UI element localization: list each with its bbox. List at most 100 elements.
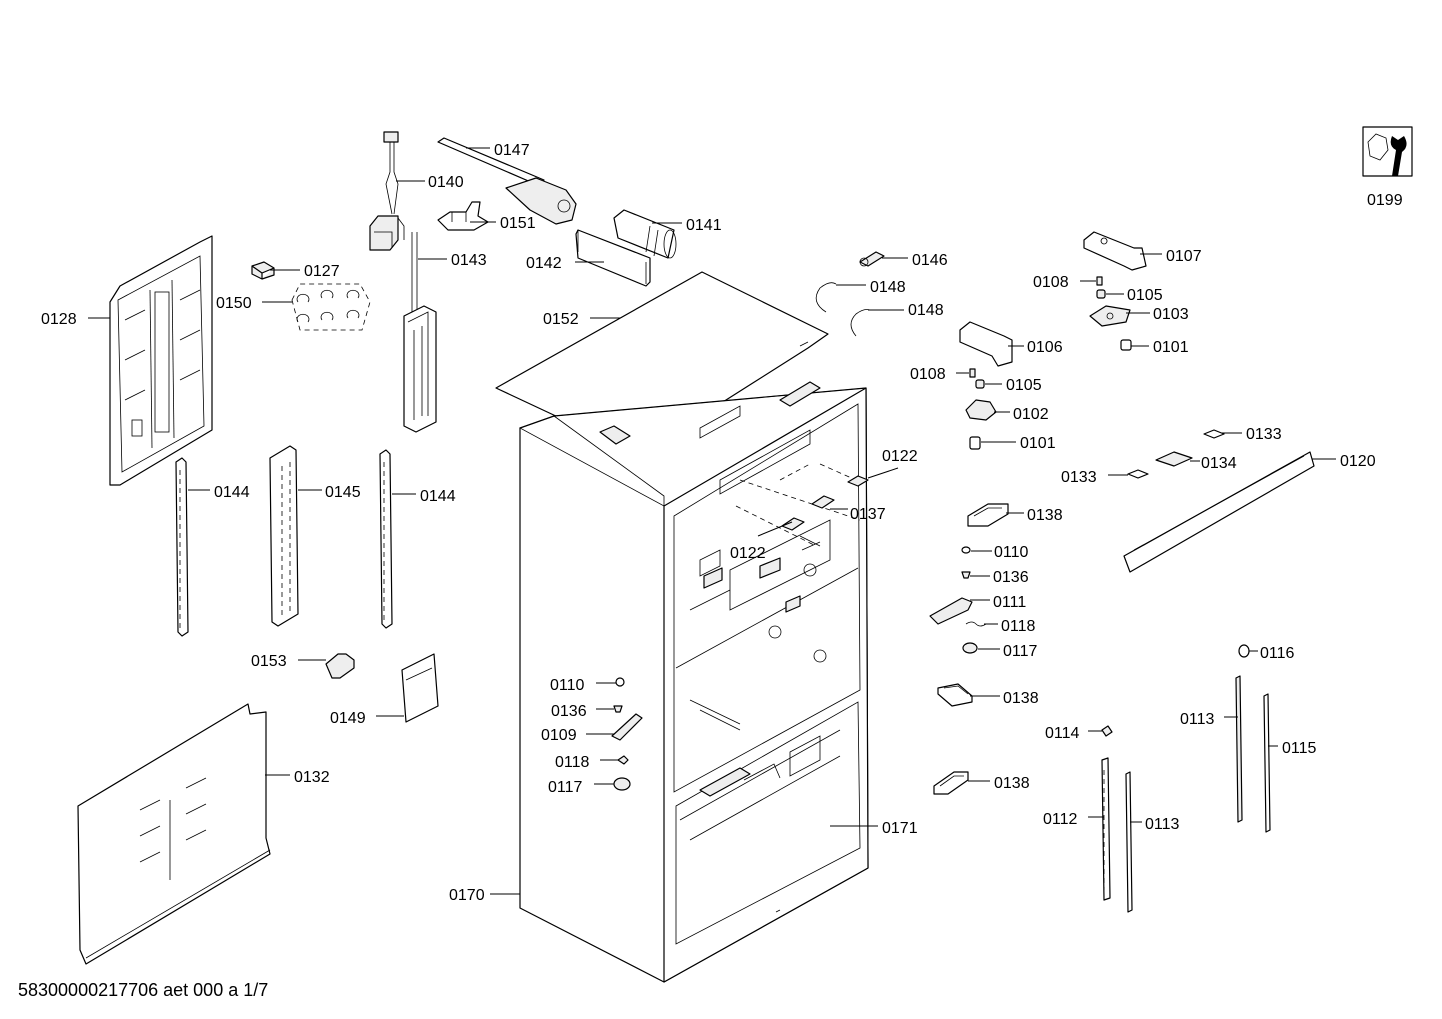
part-0140-motor-harness[interactable] xyxy=(369,131,405,251)
part-0118-spring-a[interactable] xyxy=(965,621,987,627)
part-0143-defrost-heater[interactable] xyxy=(403,232,437,433)
part-0133-pad-a[interactable] xyxy=(1203,429,1225,439)
part-0170-cabinet[interactable] xyxy=(519,381,869,983)
label-0146: 0146 xyxy=(912,252,948,269)
part-0133-pad-b[interactable] xyxy=(1127,469,1149,479)
part-0102-hinge-plate[interactable] xyxy=(965,399,997,421)
label-0114: 0114 xyxy=(1045,725,1080,742)
label-0118-a: 0118 xyxy=(1001,618,1036,635)
label-0108-b: 0108 xyxy=(910,366,946,383)
part-0138-handle-b[interactable] xyxy=(937,683,973,707)
label-0107: 0107 xyxy=(1166,248,1202,265)
part-0113-rail-b[interactable] xyxy=(1125,771,1133,913)
part-0138-handle-a[interactable] xyxy=(967,503,1009,527)
part-0103-hinge-plate[interactable] xyxy=(1089,305,1131,327)
part-0148-tube-lower[interactable] xyxy=(850,309,871,337)
part-0137-bracket[interactable] xyxy=(811,495,835,509)
part-0147-damper-arm[interactable] xyxy=(437,137,577,225)
part-0115-rail[interactable] xyxy=(1263,693,1271,833)
part-0151-bracket[interactable] xyxy=(437,201,489,231)
part-0113-rail-a[interactable] xyxy=(1235,675,1243,823)
part-0128-side-rack[interactable] xyxy=(109,235,213,486)
part-0141-filter-cylinder[interactable] xyxy=(613,209,677,259)
label-0122-a: 0122 xyxy=(882,448,918,465)
label-0103: 0103 xyxy=(1153,306,1189,323)
tool-label: 0199 xyxy=(1367,192,1403,209)
label-0118-b: 0118 xyxy=(555,754,590,771)
part-0127-pad[interactable] xyxy=(251,261,275,280)
part-0117-cam-b[interactable] xyxy=(613,777,631,791)
label-0134: 0134 xyxy=(1201,455,1237,472)
label-0122-b: 0122 xyxy=(730,545,766,562)
label-0137: 0137 xyxy=(850,506,886,523)
part-0105-pin-b[interactable] xyxy=(975,379,985,389)
part-0108-screw-b[interactable] xyxy=(969,368,976,378)
part-0136-screw-a[interactable] xyxy=(961,571,971,579)
label-0150: 0150 xyxy=(216,295,252,312)
part-0149-card[interactable] xyxy=(401,653,439,723)
label-0109: 0109 xyxy=(541,727,577,744)
label-0105-b: 0105 xyxy=(1006,377,1042,394)
part-0134-board[interactable] xyxy=(1155,451,1193,467)
label-0136-a: 0136 xyxy=(993,569,1029,586)
part-0117-cam-a[interactable] xyxy=(962,642,978,654)
part-0112-rail[interactable] xyxy=(1101,757,1111,901)
tool-icon[interactable] xyxy=(1362,126,1413,177)
part-0110-cap-b[interactable] xyxy=(615,677,625,687)
label-0120: 0120 xyxy=(1340,453,1376,470)
label-0113-b: 0113 xyxy=(1145,816,1180,833)
label-0133-a: 0133 xyxy=(1246,426,1282,443)
part-0148-tube-upper[interactable] xyxy=(815,282,837,313)
label-0147: 0147 xyxy=(494,142,530,159)
label-0116: 0116 xyxy=(1260,645,1295,662)
part-0101-bushing-b[interactable] xyxy=(969,436,981,450)
label-0149: 0149 xyxy=(330,710,366,727)
label-0101-b: 0101 xyxy=(1020,435,1056,452)
label-0117-b: 0117 xyxy=(548,779,583,796)
part-0106-hinge-cover[interactable] xyxy=(959,321,1013,367)
label-0142: 0142 xyxy=(526,255,562,272)
label-0140: 0140 xyxy=(428,174,464,191)
part-0118-spring-b[interactable] xyxy=(617,755,629,765)
label-0143: 0143 xyxy=(451,252,487,269)
part-0110-cap-a[interactable] xyxy=(961,546,971,554)
label-0108-a: 0108 xyxy=(1033,274,1069,291)
part-0153-latch[interactable] xyxy=(325,653,355,679)
part-0142-cover[interactable] xyxy=(575,229,651,287)
part-0107-hinge-cover[interactable] xyxy=(1083,231,1147,271)
label-0144-a: 0144 xyxy=(214,484,250,501)
label-0148-a: 0148 xyxy=(870,279,906,296)
label-0128: 0128 xyxy=(41,311,77,328)
label-0111: 0111 xyxy=(993,594,1026,611)
part-0144-bar-right[interactable] xyxy=(379,449,393,629)
part-0114-clip[interactable] xyxy=(1101,725,1113,737)
part-0120-rail[interactable] xyxy=(1123,451,1315,573)
label-0138-a: 0138 xyxy=(1027,507,1063,524)
part-0132-bottom-panel[interactable] xyxy=(77,703,271,965)
label-0112: 0112 xyxy=(1043,811,1078,828)
part-0116-cap[interactable] xyxy=(1238,644,1250,658)
part-0108-screw-a[interactable] xyxy=(1096,276,1103,286)
label-0132: 0132 xyxy=(294,769,330,786)
label-0141: 0141 xyxy=(686,217,722,234)
part-0109-lever[interactable] xyxy=(611,713,643,741)
label-0105-a: 0105 xyxy=(1127,287,1163,304)
part-0136-screw-b[interactable] xyxy=(613,705,623,713)
part-0150-clips[interactable] xyxy=(291,283,371,331)
part-0111-lever[interactable] xyxy=(929,597,973,625)
label-0151: 0151 xyxy=(500,215,536,232)
part-0122-bracket-a[interactable] xyxy=(847,475,869,487)
part-0105-pin-a[interactable] xyxy=(1096,289,1106,299)
part-0144-bar-left[interactable] xyxy=(175,457,189,637)
part-0101-bushing-a[interactable] xyxy=(1120,339,1132,351)
part-0145-bar-center[interactable] xyxy=(269,445,299,627)
part-0138-handle-c[interactable] xyxy=(933,771,969,795)
label-0110-b: 0110 xyxy=(550,677,585,694)
part-0146-fitting[interactable] xyxy=(859,251,885,267)
label-0113-a: 0113 xyxy=(1180,711,1215,728)
part-0122-bracket-b[interactable] xyxy=(781,517,805,531)
label-0133-b: 0133 xyxy=(1061,469,1097,486)
label-0136-b: 0136 xyxy=(551,703,587,720)
label-0101-a: 0101 xyxy=(1153,339,1189,356)
